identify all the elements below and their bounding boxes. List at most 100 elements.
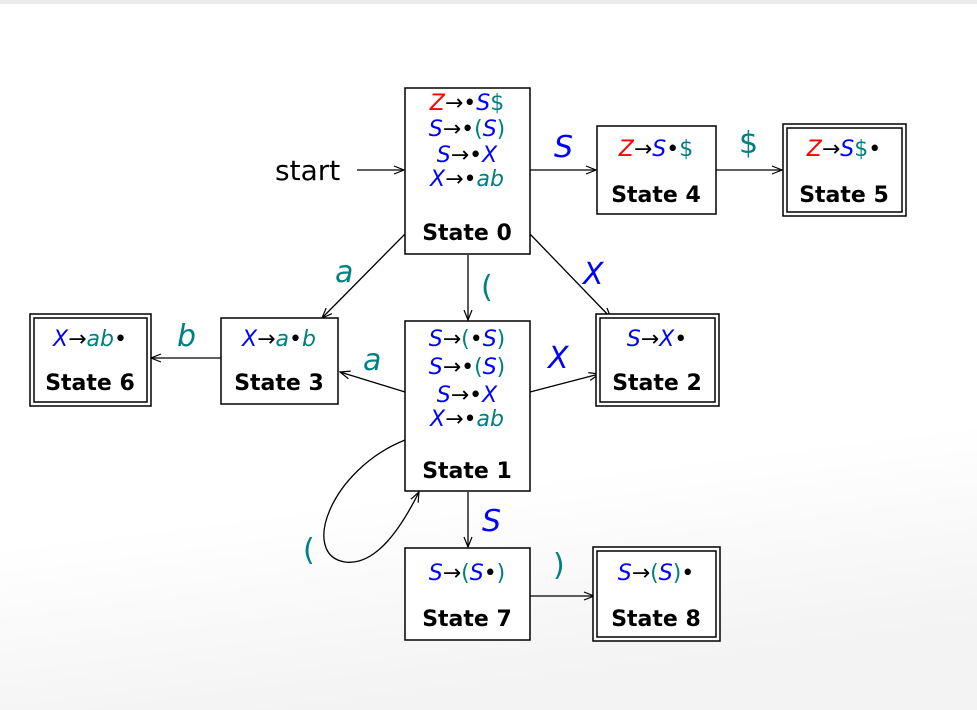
label-t-1-7: S [482, 504, 501, 539]
state-8: S→(S)• State 8 [592, 546, 721, 642]
state-3: X→a•b State 3 [220, 317, 339, 405]
arrow-icon: → [443, 327, 461, 352]
state-5-title: State 5 [799, 183, 889, 208]
state-4: Z→S•$ State 4 [596, 125, 717, 215]
item-lhs: X [52, 327, 69, 352]
item-symbol: ab [477, 167, 504, 192]
item-lhs: S [429, 355, 443, 380]
state-4-items: Z→S•$ [618, 137, 693, 162]
label-t-1-2: X [546, 341, 570, 376]
item-lhs: S [618, 561, 632, 586]
arrow-icon: → [822, 137, 840, 162]
item-symbol: ) [497, 561, 506, 586]
label-t-0-4: S [554, 130, 573, 165]
item-lhs: S [429, 561, 443, 586]
arrow-icon: → [445, 167, 463, 192]
label-t-1-3: a [363, 343, 381, 378]
lr-item: X→•ab [429, 407, 504, 432]
state-2-items: S→X• [627, 327, 687, 352]
arrow-icon: → [443, 117, 461, 142]
arrow-icon: → [641, 327, 659, 352]
item-symbol: ab [477, 407, 504, 432]
item-symbol: b [302, 327, 316, 352]
edge-1-3 [340, 372, 406, 393]
item-symbol: $ [854, 137, 868, 162]
item-dot: • [681, 561, 694, 586]
state-7: S→(S•) State 7 [404, 547, 531, 641]
top-border [0, 0, 977, 4]
item-symbol: S [483, 355, 497, 380]
arrow-icon: → [443, 561, 461, 586]
item-dot: • [469, 143, 482, 168]
start-label: start [275, 154, 340, 187]
label-t-1-1: ( [303, 533, 315, 568]
label-t-0-1: ( [481, 270, 493, 305]
item-symbol: X [481, 143, 498, 168]
state-0: Z→•S$S→•(S)S→•XX→•ab State 0 [404, 87, 531, 255]
item-dot: • [461, 355, 474, 380]
item-symbol: S [652, 137, 666, 162]
lr-item: S→(S•) [429, 561, 506, 586]
lr-item: S→X• [627, 327, 687, 352]
state-5: Z→S$• State 5 [782, 123, 907, 217]
item-dot: • [461, 117, 474, 142]
item-symbol: ab [87, 327, 114, 352]
lr-item: S→(•S) [429, 327, 506, 352]
item-symbol: ( [474, 117, 483, 142]
state-1: S→(•S)S→•(S)S→•XX→•ab State 1 [404, 320, 531, 492]
item-lhs: Z [618, 137, 635, 162]
lr-item: X→a•b [241, 327, 316, 352]
lr-item: Z→S•$ [618, 137, 693, 162]
item-dot: • [484, 561, 497, 586]
item-dot: • [464, 407, 477, 432]
item-symbol: ) [497, 355, 506, 380]
state-2: S→X• State 2 [595, 313, 720, 407]
arrow-icon: → [68, 327, 86, 352]
lr-item: X→ab• [52, 327, 127, 352]
arrow-icon: → [451, 143, 469, 168]
item-symbol: S [659, 561, 673, 586]
item-symbol: $ [679, 137, 693, 162]
arrow-icon: → [634, 137, 652, 162]
state-1-items: S→(•S)S→•(S)S→•XX→•ab [429, 327, 506, 432]
transition-edges [151, 170, 782, 596]
item-symbol: ) [497, 327, 506, 352]
item-symbol: $ [490, 91, 504, 116]
item-lhs: Z [429, 91, 446, 116]
lr-item: S→•X [437, 383, 498, 408]
label-t-0-3: a [335, 255, 353, 290]
state-2-title: State 2 [612, 371, 702, 396]
edge-1-1-loop [323, 439, 419, 563]
item-dot: • [666, 137, 679, 162]
item-lhs: X [241, 327, 258, 352]
state-3-items: X→a•b [241, 327, 316, 352]
item-dot: • [469, 383, 482, 408]
transition-labels: S $ a ( X b a X ( S ) [177, 126, 758, 583]
edge-1-2 [529, 374, 599, 393]
lr-item: S→(S)• [618, 561, 695, 586]
item-lhs: S [429, 117, 443, 142]
state-0-items: Z→•S$S→•(S)S→•XX→•ab [429, 91, 506, 192]
item-symbol: X [481, 383, 498, 408]
state-7-title: State 7 [422, 607, 512, 632]
state-3-title: State 3 [234, 371, 324, 396]
arrow-icon: → [632, 561, 650, 586]
lr-item: Z→S$• [806, 137, 881, 162]
edge-0-2 [529, 233, 611, 318]
state-0-title: State 0 [422, 221, 512, 246]
item-symbol: ) [497, 117, 506, 142]
state-8-title: State 8 [611, 607, 701, 632]
item-symbol: S [476, 91, 490, 116]
lr-item: S→•X [437, 143, 498, 168]
state-8-items: S→(S)• [618, 561, 695, 586]
item-symbol: S [840, 137, 854, 162]
label-t-0-2: X [581, 257, 605, 292]
item-symbol: S [470, 561, 484, 586]
item-symbol: ( [461, 327, 470, 352]
label-t-7-8: ) [553, 548, 565, 583]
item-lhs: X [429, 407, 446, 432]
item-lhs: S [437, 143, 451, 168]
state-6-title: State 6 [45, 371, 135, 396]
